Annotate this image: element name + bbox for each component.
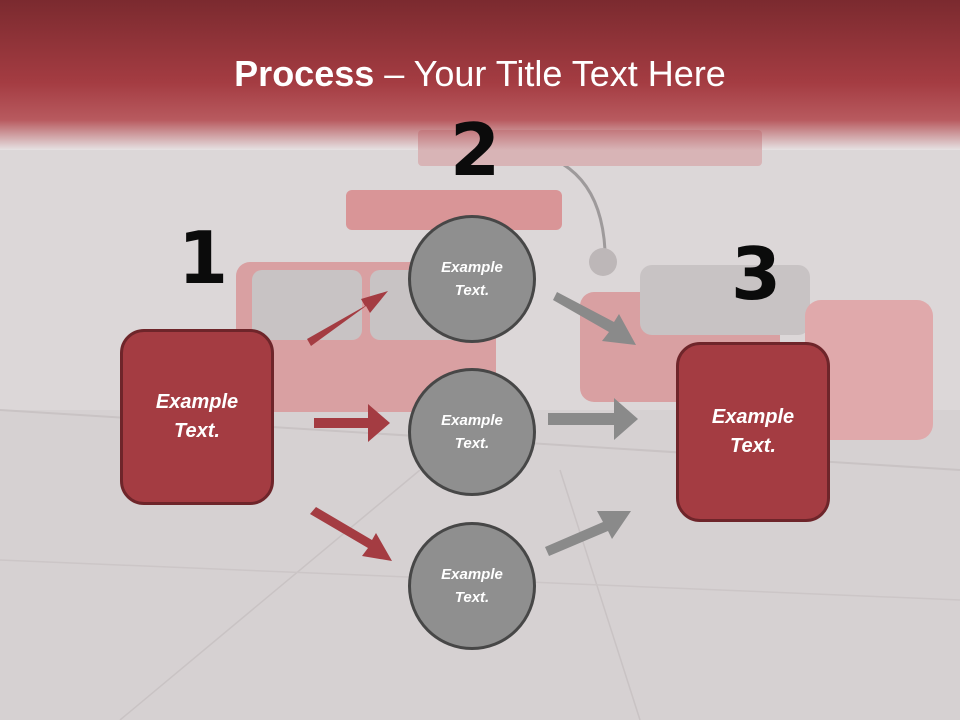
circle-middle-line-2: Text.	[454, 435, 490, 452]
right-box-line-1: Example	[711, 406, 795, 428]
arrow-left-to-middle	[314, 404, 390, 442]
arrow-middle-to-right	[548, 398, 638, 440]
step-number-1: 1	[178, 216, 229, 300]
arrow-top-to-right	[553, 292, 636, 345]
step-number-2: 2	[450, 108, 501, 192]
arrow-bottom-to-right	[545, 511, 631, 556]
circle-top-line-2: Text.	[454, 282, 490, 299]
title-bar	[0, 0, 960, 150]
step-number-3: 3	[731, 232, 782, 316]
circle-middle-line-1: Example	[441, 412, 503, 429]
arrow-left-to-bottom	[310, 507, 392, 561]
slide-title: Process – Your Title Text Here	[0, 52, 960, 96]
arrow-left-to-top	[307, 291, 388, 346]
left-box-line-1: Example	[155, 391, 239, 413]
title-rest: – Your Title Text Here	[374, 53, 726, 94]
right-box-line-2: Text.	[730, 435, 776, 457]
title-bold: Process	[234, 53, 375, 94]
circle-bottom-line-1: Example	[441, 566, 503, 583]
circle-bottom-line-2: Text.	[454, 589, 490, 606]
left-box-line-2: Text.	[174, 420, 220, 442]
circle-top-line-1: Example	[441, 259, 503, 276]
